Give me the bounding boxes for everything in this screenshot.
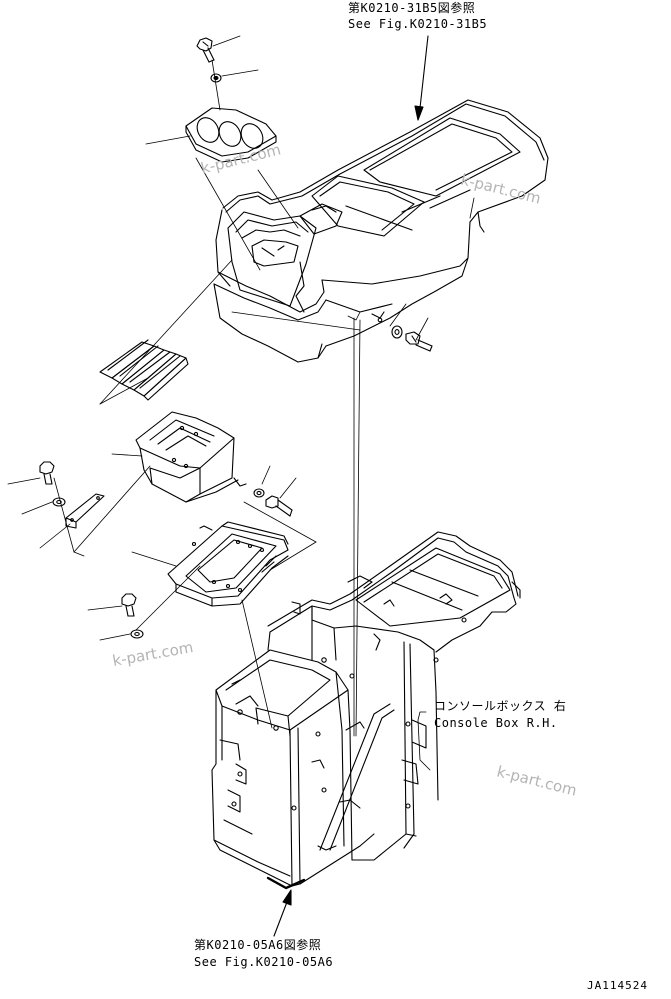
console-frame — [211, 531, 521, 890]
assembly-lines — [53, 59, 361, 737]
leader-lines — [7, 35, 475, 641]
label-strips — [99, 339, 189, 401]
lower-left-washer — [130, 629, 144, 639]
left-washer — [52, 497, 66, 507]
side-washer — [391, 325, 403, 339]
drawing-id: JA114524 — [587, 979, 648, 992]
part-label-jp: コンソールボックス 右 — [434, 699, 567, 713]
top-reference-en: See Fig.K0210-31B5 — [348, 17, 488, 31]
bottom-reference-jp: 第K0210-05A6図参照 — [194, 938, 322, 952]
upper-console-cover — [213, 99, 549, 363]
left-clip — [65, 493, 105, 529]
top-washer — [210, 73, 222, 83]
part-label-leader — [417, 711, 431, 771]
bracket-washer — [253, 488, 265, 498]
gasket-plate — [185, 107, 277, 163]
left-bolt — [39, 461, 55, 485]
lower-left-bolt — [121, 593, 137, 617]
side-screw — [405, 331, 433, 352]
bracket — [135, 411, 247, 503]
reference-arrow-top — [414, 35, 429, 121]
mount-plate — [167, 521, 289, 607]
bracket-screw — [265, 495, 293, 517]
top-reference-jp: 第K0210-31B5図参照 — [348, 1, 476, 15]
part-label-en: Console Box R.H. — [434, 716, 558, 730]
top-screw — [196, 37, 215, 63]
reference-arrow-bottom — [273, 889, 292, 937]
bottom-reference-en: See Fig.K0210-05A6 — [194, 955, 334, 969]
